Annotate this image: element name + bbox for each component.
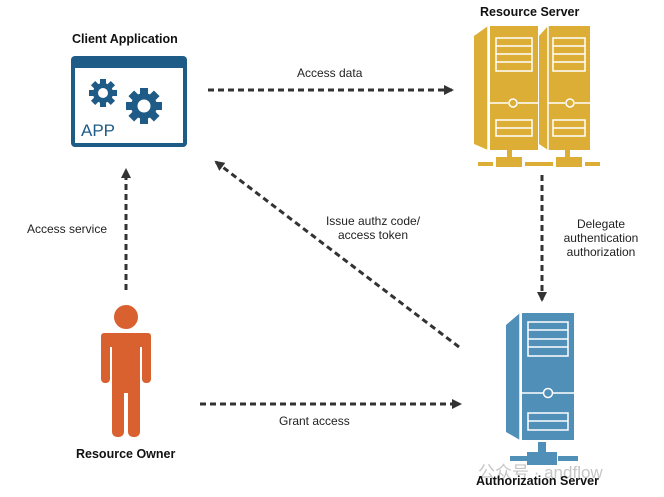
label-grant-access: Grant access <box>279 414 350 428</box>
watermark: 公众号 · andflow <box>478 463 603 482</box>
resource-owner-title: Resource Owner <box>76 447 176 461</box>
authorization-server-icon <box>506 313 578 465</box>
resource-owner-icon <box>101 305 151 437</box>
client-application-title: Client Application <box>72 32 178 46</box>
label-access-data: Access data <box>297 66 363 80</box>
label-line: authorization <box>566 245 636 259</box>
label-line: Issue authz code/ <box>325 214 421 228</box>
label-line: authentication <box>563 231 639 245</box>
authorization-server-title: Authorization Server <box>476 474 599 488</box>
label-access-service: Access service <box>27 222 108 236</box>
label-delegate: Delegate authentication authorization <box>556 217 646 259</box>
resource-server-icon <box>474 26 600 167</box>
gear-icon <box>89 79 117 107</box>
arrow-issue-token <box>214 160 460 349</box>
label-line: Delegate <box>576 217 626 231</box>
gear-icon <box>126 88 162 124</box>
client-application-icon: APP <box>71 56 187 147</box>
label-line: access token <box>337 228 409 242</box>
resource-server-title: Resource Server <box>480 5 580 19</box>
app-icon-text: APP <box>81 121 115 140</box>
label-issue-token: Issue authz code/ access token <box>318 214 428 242</box>
